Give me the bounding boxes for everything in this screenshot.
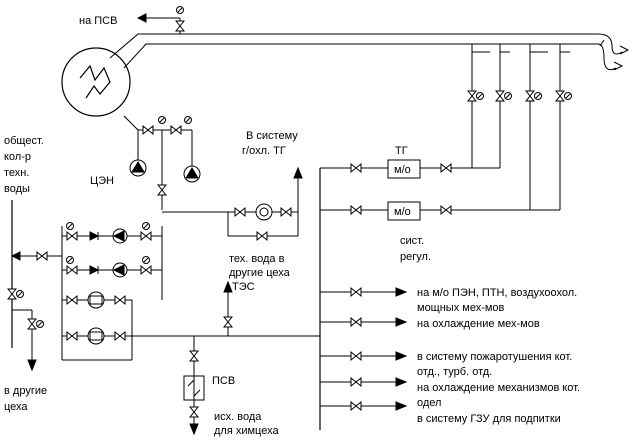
- label-common-2: кол-р: [4, 151, 31, 163]
- label-to-system: В систему: [246, 130, 298, 142]
- label-czen: ЦЭН: [90, 175, 114, 187]
- label-src-water-1: исх. вода: [214, 411, 262, 423]
- top-main-pipe: [109, 33, 630, 71]
- label-gas-cooling-tg: г/охл. ТГ: [242, 145, 286, 157]
- label-tech-water-1: тех. вода в: [229, 253, 285, 265]
- label-common-3: техн.: [4, 167, 29, 179]
- label-tech-water-2: другие цеха: [229, 267, 291, 279]
- label-to-other-1: в другие: [4, 385, 47, 397]
- top-branch-lines: [467, 44, 572, 210]
- label-mo-1: м/о: [394, 164, 411, 176]
- label-to-psv-top: на ПСВ: [79, 15, 117, 27]
- heat-exchanger: [61, 47, 131, 117]
- strainer-row-2: [62, 327, 133, 361]
- label-out-5: в систему ГЗУ для подпитки: [417, 413, 561, 425]
- label-mo-2: м/о: [394, 206, 411, 218]
- label-out-4: на охлаждение механизмов кот.: [417, 382, 580, 394]
- label-out-4b: одел: [417, 397, 441, 409]
- label-to-other-2: цеха: [4, 401, 28, 413]
- label-out-3b: отд., турб. отд.: [417, 366, 492, 378]
- label-reg-1: сист.: [400, 235, 424, 247]
- to-psv-top-line: [136, 6, 185, 35]
- pump-row-2: [62, 256, 162, 278]
- label-src-water-2: для химцеха: [214, 425, 279, 437]
- label-out-1: на м/о ПЭН, ПТН, воздухоохол.: [417, 287, 577, 299]
- label-tg: ТГ: [395, 145, 408, 157]
- label-common-4: воды: [4, 183, 30, 195]
- tg-mo-lines: [320, 159, 560, 221]
- main-collector: [132, 168, 321, 436]
- label-out-1b: мощных мех-мов: [417, 302, 505, 314]
- label-psv: ПСВ: [212, 375, 235, 387]
- outlet-lines: [320, 287, 408, 411]
- label-tech-water-3: ТЭС: [232, 281, 255, 293]
- label-out-2: на охлаждение мех-мов: [417, 318, 540, 330]
- czen-pumps: [123, 115, 201, 210]
- gas-cooling-line: [162, 166, 303, 241]
- label-reg-2: регул.: [400, 251, 431, 263]
- common-header-pipe: [7, 200, 62, 372]
- label-out-3: в систему пожаротушения кот.: [417, 351, 572, 363]
- strainer-row-1: [62, 291, 133, 336]
- label-common-1: общест.: [4, 135, 44, 147]
- pump-row-1: [62, 222, 162, 244]
